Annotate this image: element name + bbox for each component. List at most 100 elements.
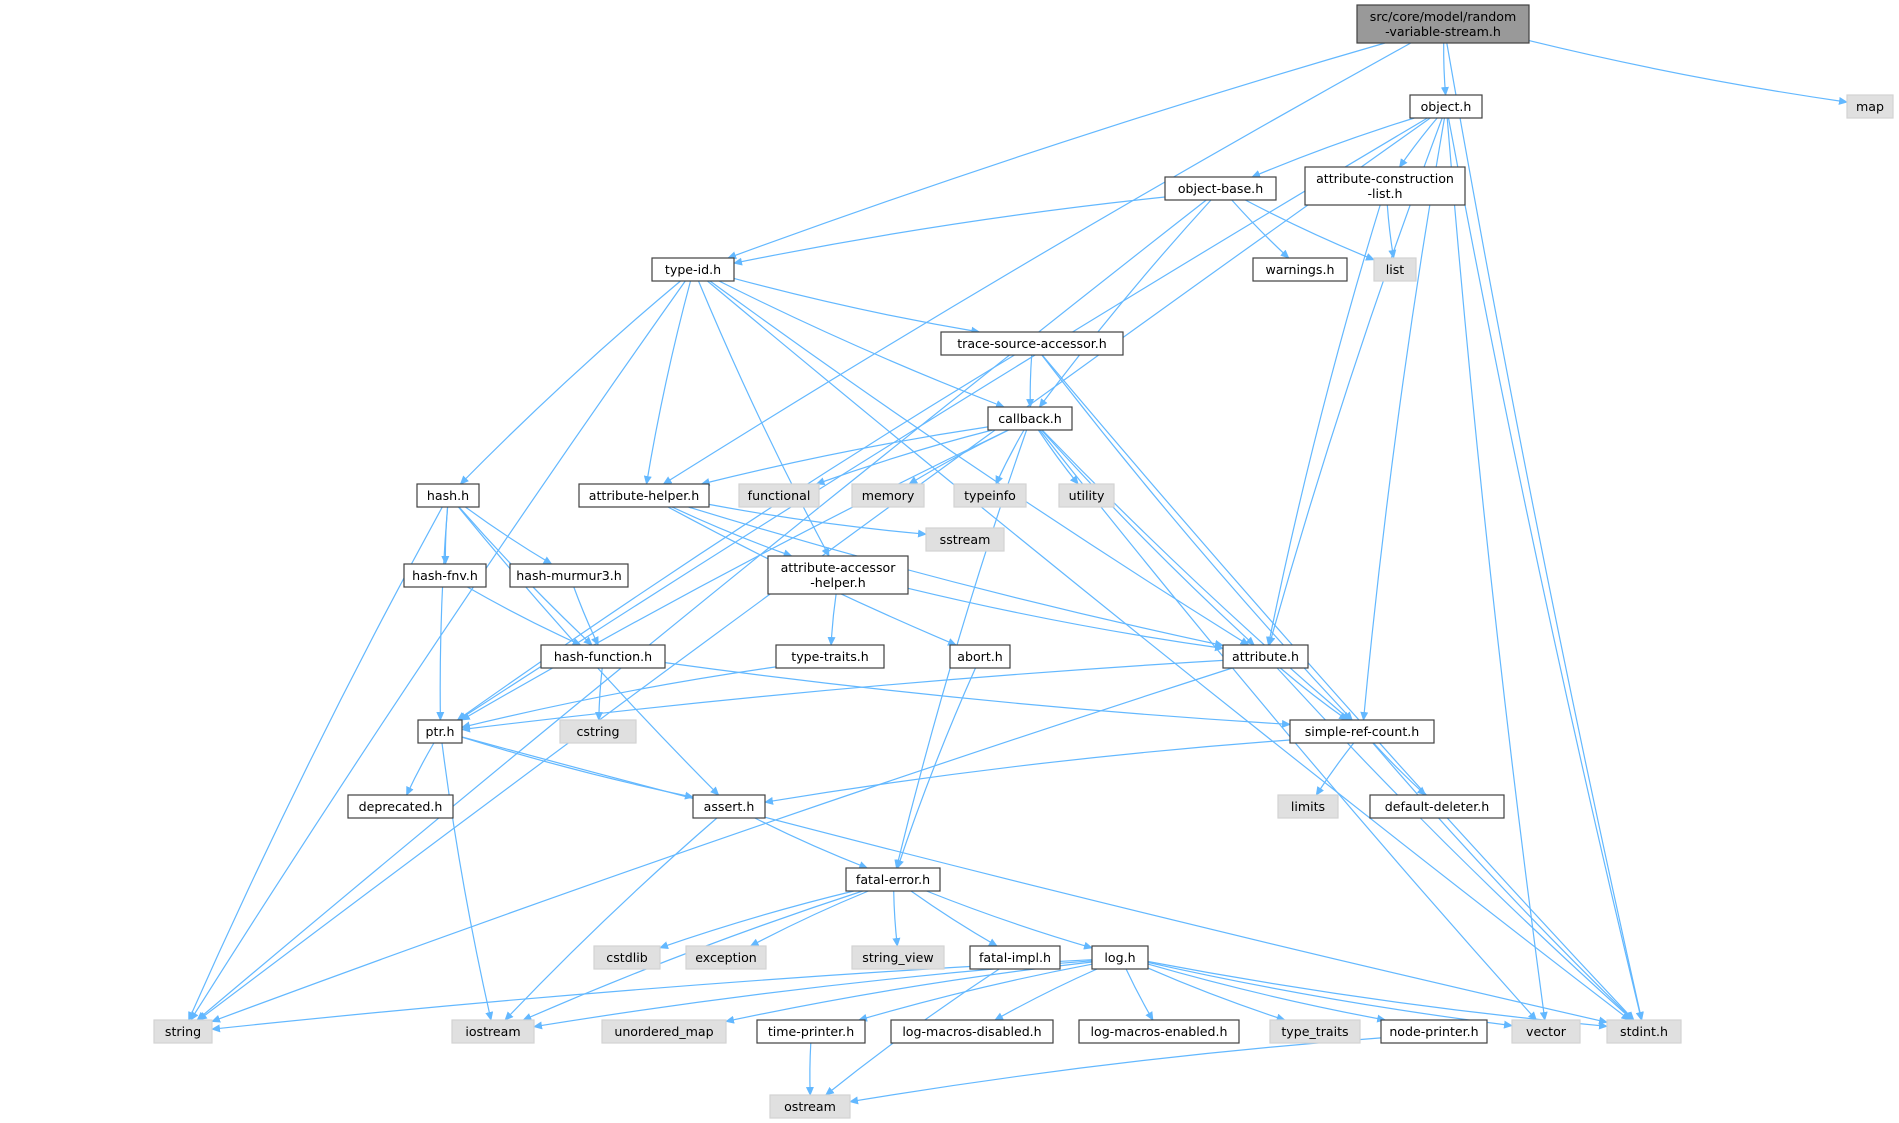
node-box [1058,483,1115,508]
node-tsa[interactable]: trace-source-accessor.h [940,331,1124,356]
node-box [578,483,710,508]
node-box [347,794,454,819]
node-root[interactable]: src/core/model/random-variable-stream.h [1356,4,1530,44]
node-hashfn[interactable]: hash-function.h [540,644,666,669]
node-box [1511,1019,1581,1044]
edge-callback-to-src [1041,429,1351,721]
edge-typeid-to-callback [718,280,1005,408]
edge-src-to-stdint [1372,742,1634,1021]
edge-acl-to-attribute [1266,204,1381,646]
edge-layer [188,40,1848,1105]
node-vector: vector [1511,1019,1581,1044]
node-fatal[interactable]: fatal-error.h [845,867,941,892]
node-box [417,719,463,744]
node-label: ptr.h [426,724,455,739]
node-aah[interactable]: attribute-accessor-helper.h [767,555,909,595]
edge-callback-to-ptr [460,429,1009,721]
node-defdel[interactable]: default-deleter.h [1369,794,1505,819]
edge-log-to-lmd [994,968,1098,1021]
edge-root-to-ahelper [662,42,1412,485]
node-abort[interactable]: abort.h [949,644,1011,669]
node-box [1369,794,1505,819]
node-lme[interactable]: log-macros-enabled.h [1078,1019,1240,1044]
node-label: functional [748,488,811,503]
edge-tsa-to-callback [1026,354,1035,408]
edge-src-to-assert [764,739,1291,805]
node-box [1091,945,1149,970]
node-box [153,1019,213,1044]
edge-object-to-stdint [1447,117,1644,1021]
edge-tsa-to-src [1041,354,1353,721]
node-typeid[interactable]: type-id.h [651,257,735,282]
node-box [1078,1019,1240,1044]
edge-ptr-to-iostream [441,742,494,1021]
edge-timeprinter-to-ostream [805,1042,814,1096]
node-warnings[interactable]: warnings.h [1252,257,1348,282]
node-typeinfo: typeinfo [953,483,1027,508]
node-label: utility [1069,488,1105,503]
node-umap: unordered_map [601,1019,727,1044]
node-log[interactable]: log.h [1091,945,1149,970]
edge-objbase-to-callback [1038,199,1212,408]
node-label: sstream [940,532,991,547]
node-typetraits[interactable]: type-traits.h [775,644,885,669]
node-box [1304,166,1466,206]
node-callback[interactable]: callback.h [987,406,1073,431]
node-ahelper[interactable]: attribute-helper.h [578,483,710,508]
node-label: vector [1526,1024,1567,1039]
edge-log-to-string [211,959,1093,1033]
edge-attribute-to-string [211,667,1233,1023]
node-acl[interactable]: attribute-construction-list.h [1304,166,1466,206]
edge-callback-to-ahelper [700,426,989,486]
node-box [851,483,925,508]
node-label: default-deleter.h [1385,799,1490,814]
node-cstring: cstring [559,719,637,744]
node-ptr[interactable]: ptr.h [417,719,463,744]
node-label: fatal-impl.h [979,950,1051,965]
node-iostream: iostream [451,1019,535,1044]
edge-ahelper-to-sstream [708,503,927,538]
node-hashmur[interactable]: hash-murmur3.h [509,563,629,588]
node-fatalimpl[interactable]: fatal-impl.h [969,945,1061,970]
node-src[interactable]: simple-ref-count.h [1289,719,1435,744]
edge-object-to-vector [1446,117,1548,1021]
node-lmd[interactable]: log-macros-disabled.h [890,1019,1054,1044]
node-label: hash.h [427,488,469,503]
node-box [940,331,1124,356]
node-timeprinter[interactable]: time-printer.h [756,1019,866,1044]
node-nodeprinter[interactable]: node-printer.h [1380,1019,1488,1044]
node-box [1277,794,1339,819]
node-box [769,1094,851,1119]
node-box [540,644,666,669]
edge-typeid-to-ahelper [643,280,692,485]
node-sstream: sstream [925,527,1005,552]
edge-root-to-object [1440,42,1449,96]
node-object[interactable]: object.h [1409,94,1483,119]
node-attribute[interactable]: attribute.h [1222,644,1309,669]
edge-ahelper-to-attribute [688,506,1224,648]
node-label: list [1386,262,1405,277]
edge-callback-to-functional [815,429,993,486]
node-deprecated[interactable]: deprecated.h [347,794,454,819]
node-limits: limits [1277,794,1339,819]
node-objbase[interactable]: object-base.h [1164,176,1277,201]
edge-aah-to-typetraits [827,593,837,646]
node-label: string [165,1024,201,1039]
node-box [1356,4,1530,44]
edge-src-to-defdel [1373,742,1427,796]
edge-object-to-objbase [1251,117,1415,178]
node-label: attribute.h [1232,649,1299,664]
edge-fatal-to-log [926,890,1093,950]
node-hashfnv[interactable]: hash-fnv.h [403,563,487,588]
edge-objbase-to-string [196,199,1207,1021]
node-memory: memory [851,483,925,508]
node-label: log.h [1104,950,1135,965]
node-box [1164,176,1277,201]
node-hash[interactable]: hash.h [416,483,480,508]
node-utility: utility [1058,483,1115,508]
node-label: type_traits [1281,1024,1348,1039]
node-assert[interactable]: assert.h [692,794,766,819]
edge-log-to-vector [1147,961,1513,1029]
node-box [890,1019,1054,1044]
edge-hashfn-to-cstring [594,667,603,721]
